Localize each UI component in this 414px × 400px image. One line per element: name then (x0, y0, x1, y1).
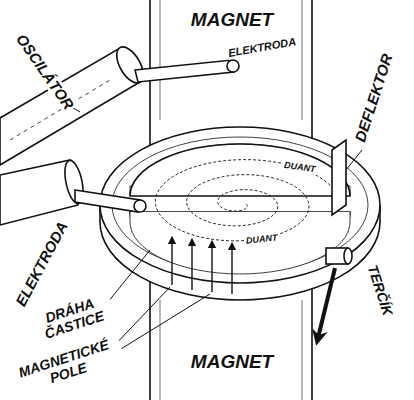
magnetic-field-label: MAGNETICKÉ POLE (6, 334, 125, 398)
electrode-label: ELEKTRODA (12, 217, 72, 310)
magnet-label: MAGNET (189, 10, 275, 30)
beam-arrow (318, 268, 335, 338)
duant-label: DUANT (282, 161, 318, 175)
field-arrow (172, 240, 232, 294)
electrode-label: ELEKTRODA (225, 36, 298, 60)
oscillator-tube (0, 43, 149, 225)
magnet-label: MAGNET (189, 352, 275, 372)
deflector-label: DEFLEKTOR (352, 50, 396, 146)
target-label: TERČÍK (364, 261, 395, 319)
particle-spiral (155, 160, 340, 241)
deflector-plate (332, 140, 346, 215)
particle-path (155, 160, 340, 241)
duant (130, 144, 350, 274)
vacuum-chamber (100, 127, 380, 300)
electrode-rod (75, 60, 239, 212)
duant-label: DUANT (244, 233, 280, 246)
oscillator-label: OSCILÁTOR (12, 30, 78, 114)
target (326, 248, 352, 264)
